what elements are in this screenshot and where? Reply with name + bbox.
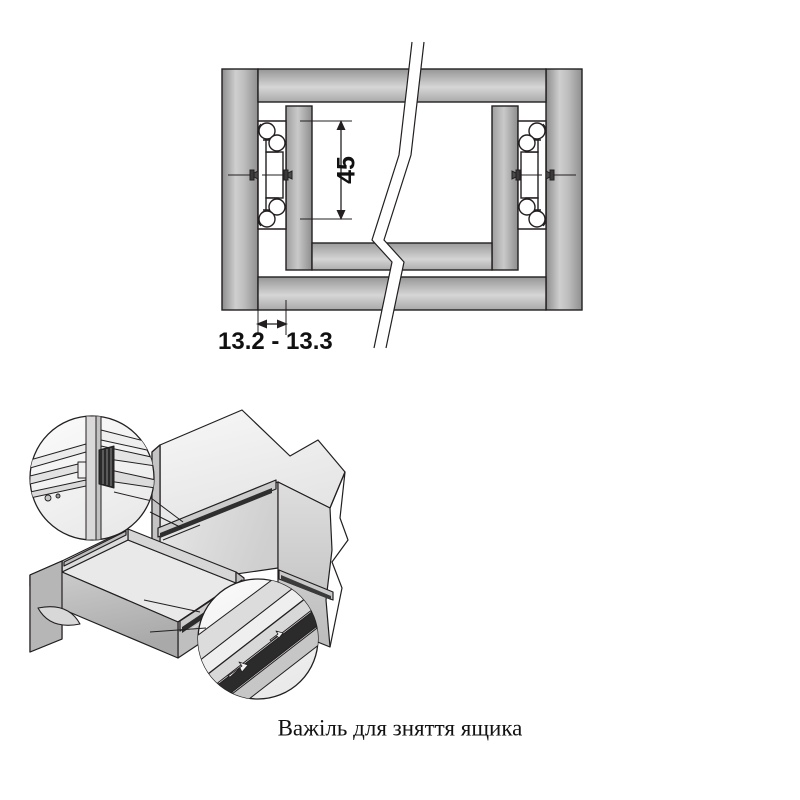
lever-arrow-glyph — [227, 661, 249, 678]
break-line — [371, 41, 425, 349]
left-inner-screw — [262, 169, 293, 181]
left-outer-screw — [228, 169, 259, 181]
right-inner-screw — [511, 169, 542, 181]
left-ball-1 — [258, 122, 276, 140]
dimension-45 — [300, 120, 352, 220]
top-figure-container: 45 13.2 - 13.3 — [0, 0, 800, 380]
drawer-box — [29, 528, 245, 659]
cabinet-left-stile — [221, 68, 259, 311]
left-ball-2 — [268, 134, 286, 152]
cabinet-top-rail — [257, 68, 547, 103]
caption-text: Важіль для зняття ящика — [278, 715, 523, 740]
right-ball-3 — [518, 198, 536, 216]
bottom-figure-container — [0, 400, 800, 720]
cabinet-bottom-rail — [257, 276, 547, 311]
drawer-removal-svg — [29, 409, 349, 700]
left-ball-3 — [268, 198, 286, 216]
right-outer-screw — [545, 169, 576, 181]
callout-rail — [143, 578, 319, 700]
dimension-clearance-label: 13.2 - 13.3 — [218, 328, 333, 355]
callout-lever — [29, 415, 184, 541]
drawer-left-side — [285, 105, 313, 271]
cabinet-carcass — [151, 409, 349, 648]
right-ball-4 — [528, 210, 546, 228]
caption-svg: Важіль для зняття ящика — [278, 715, 523, 740]
cabinet-right-stile — [545, 68, 583, 311]
left-ball-4 — [258, 210, 276, 228]
drawer-handle — [37, 606, 81, 626]
right-slide-assembly — [511, 120, 576, 230]
left-slide-assembly — [228, 120, 293, 230]
dimension-clearance — [256, 300, 288, 335]
right-ball-2 — [518, 134, 536, 152]
dimension-45-label: 45 — [333, 156, 361, 184]
drawer-slide-cross-section-svg: 45 13.2 - 13.3 — [218, 41, 583, 355]
right-ball-1 — [528, 122, 546, 140]
cabinet-slide-rail-right — [278, 569, 334, 601]
caption-container: Важіль для зняття ящика — [0, 700, 800, 760]
drawer-right-side — [491, 105, 519, 271]
cabinet-slide-rail-left — [157, 479, 277, 541]
